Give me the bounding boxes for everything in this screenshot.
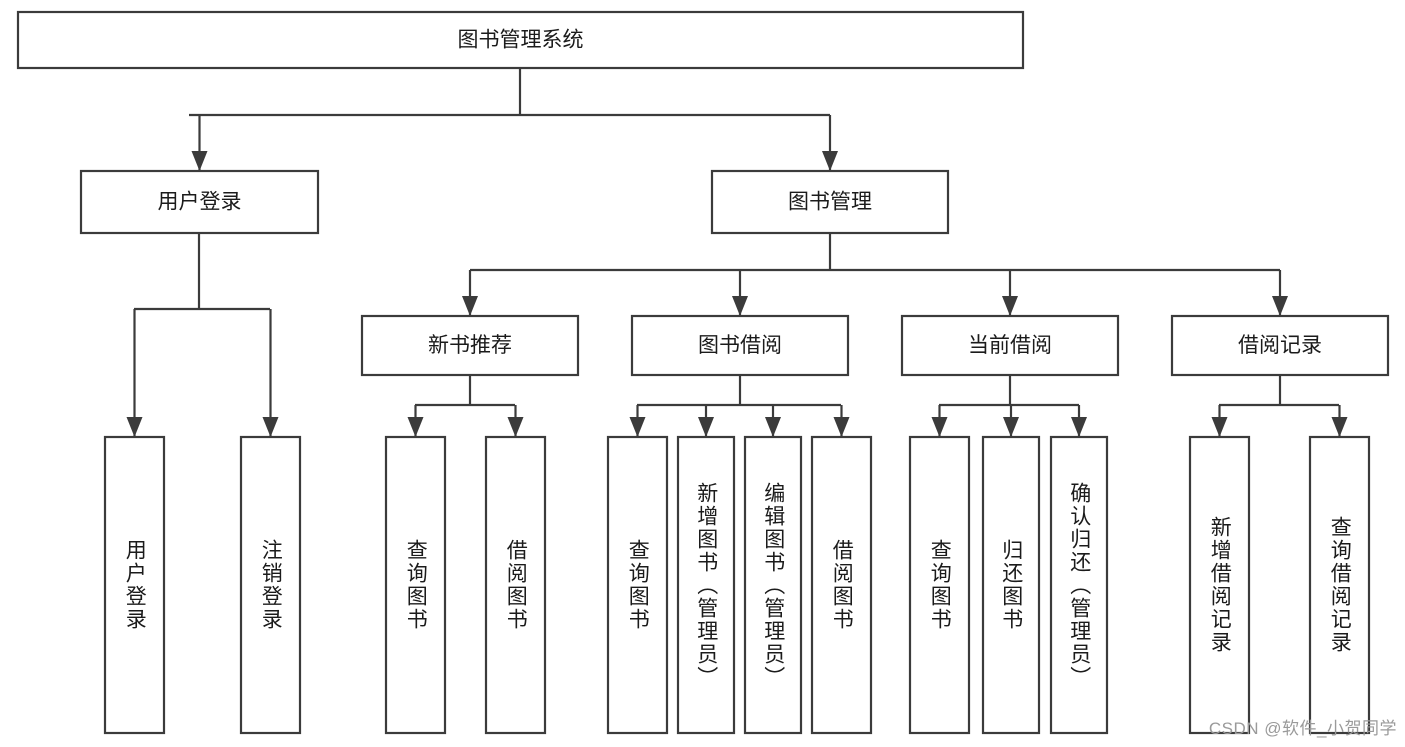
arrow-head-icon xyxy=(629,417,646,437)
arrow-head-icon xyxy=(126,417,143,437)
node-box-l-query-record[interactable] xyxy=(1308,435,1371,735)
node-box-l-add-record[interactable] xyxy=(1188,435,1251,735)
node-box-n-user-login[interactable] xyxy=(79,169,320,235)
node-box-l-query-book-2[interactable] xyxy=(606,435,669,735)
node-box-l-query-book-3[interactable] xyxy=(908,435,971,735)
arrow-head-icon xyxy=(1003,417,1019,437)
arrow-head-icon xyxy=(1002,296,1018,316)
node-label-n-book-mgmt: 图书管理 xyxy=(788,191,872,214)
node-box-l-return-book[interactable] xyxy=(981,435,1041,735)
node-box-l-edit-book[interactable] xyxy=(743,435,803,735)
node-box-n-book-borrow[interactable] xyxy=(630,314,850,377)
arrow-head-icon xyxy=(407,417,424,437)
node-box-n-new-book-rec[interactable] xyxy=(360,314,580,377)
arrow-head-icon xyxy=(698,417,714,437)
node-label-root: 图书管理系统 xyxy=(458,29,584,52)
node-label-n-borrow-record: 借阅记录 xyxy=(1238,334,1322,357)
boxes-layer xyxy=(16,10,1390,735)
node-label-n-user-login: 用户登录 xyxy=(158,191,242,214)
node-box-l-borrow-book-1[interactable] xyxy=(484,435,547,735)
node-box-n-book-mgmt[interactable] xyxy=(710,169,950,235)
arrow-head-icon xyxy=(262,417,279,437)
arrow-head-icon xyxy=(507,417,524,437)
connectors-layer xyxy=(126,68,1348,437)
node-box-root[interactable] xyxy=(16,10,1025,70)
arrow-head-icon xyxy=(1071,417,1087,437)
arrow-head-icon xyxy=(931,417,948,437)
arrow-head-icon xyxy=(833,417,850,437)
node-box-l-logout[interactable] xyxy=(239,435,302,735)
node-box-n-borrow-record[interactable] xyxy=(1170,314,1390,377)
arrow-head-icon xyxy=(1272,296,1288,316)
arrow-head-icon xyxy=(191,151,208,171)
node-box-l-borrow-book-2[interactable] xyxy=(810,435,873,735)
node-box-n-current-borrow[interactable] xyxy=(900,314,1120,377)
arrow-head-icon xyxy=(1331,417,1348,437)
node-box-l-add-book[interactable] xyxy=(676,435,736,735)
arrow-head-icon xyxy=(1211,417,1228,437)
arrow-head-icon xyxy=(462,296,478,316)
arrow-head-icon xyxy=(732,296,748,316)
node-box-l-query-book-1[interactable] xyxy=(384,435,447,735)
node-label-n-new-book-rec: 新书推荐 xyxy=(428,334,512,357)
arrow-head-icon xyxy=(822,151,838,171)
node-box-l-user-login[interactable] xyxy=(103,435,166,735)
node-label-n-book-borrow: 图书借阅 xyxy=(698,334,782,357)
node-label-n-current-borrow: 当前借阅 xyxy=(968,334,1052,357)
node-box-l-confirm-return[interactable] xyxy=(1049,435,1109,735)
arrow-head-icon xyxy=(765,417,781,437)
